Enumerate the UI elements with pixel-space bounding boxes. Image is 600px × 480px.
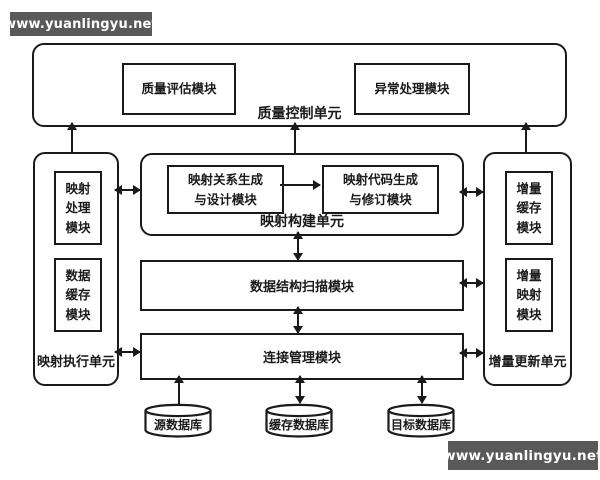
arrowhead-left-icon [114, 185, 122, 195]
cache-database-cylinder: 缓存数据库 [264, 403, 334, 439]
cache-database-label: 缓存数据库 [268, 418, 329, 432]
arrowhead-up-icon [417, 375, 427, 383]
source-database-cylinder: 源数据库 [143, 403, 213, 439]
arrowhead-left-icon [459, 278, 467, 288]
arrow-construction-scan [293, 231, 303, 261]
database-icon [387, 403, 455, 438]
arrowhead-up-icon [67, 122, 77, 130]
target-database-label: 目标数据库 [390, 418, 451, 432]
arrowhead-up-icon [521, 122, 531, 130]
quality-assessment-module: 质量评估模块 [122, 63, 236, 115]
arrowhead-right-icon [476, 278, 484, 288]
incremental-cache-module: 增量 缓存 模块 [505, 171, 553, 245]
incremental-update-unit-label: 增量更新单元 [488, 355, 567, 370]
mapping-construction-unit: 映射关系生成 与设计模块 映射代码生成 与修订模块 映射构建单元 [140, 153, 464, 236]
data-structure-scan-module: 数据结构扫描模块 [140, 260, 464, 311]
arrowhead-right-icon [313, 180, 321, 190]
relation-generation-design-module: 映射关系生成 与设计模块 [167, 165, 284, 214]
arrow-execution-to-quality [67, 122, 77, 153]
arrowhead-left-icon [459, 187, 467, 197]
quality-control-unit: 质量评估模块 异常处理模块 质量控制单元 [32, 43, 567, 127]
arrow-cache-db-connection [295, 375, 305, 404]
arrowhead-up-icon [174, 375, 184, 383]
database-icon [144, 403, 212, 438]
arrowhead-left-icon [114, 347, 122, 357]
arrowhead-right-icon [133, 347, 141, 357]
data-cache-module: 数据 缓存 模块 [54, 258, 102, 332]
arrowhead-right-icon [133, 185, 141, 195]
arrow-update-to-quality [521, 122, 531, 153]
watermark-bottom-right: www.yuanlingyu.net [443, 441, 600, 470]
connection-management-module: 连接管理模块 [140, 333, 464, 380]
arrowhead-up-icon [290, 122, 300, 130]
mapping-processing-module: 映射 处理 模块 [54, 171, 102, 245]
arrow-update-construction [459, 187, 484, 197]
arrow-scan-connection [293, 306, 303, 334]
source-database-label: 源数据库 [153, 418, 202, 432]
target-database-cylinder: 目标数据库 [386, 403, 456, 439]
arrowhead-right-icon [476, 348, 484, 358]
arrow-source-db-to-connection [174, 375, 184, 404]
arrowhead-right-icon [476, 187, 484, 197]
arrow-target-db-connection [417, 375, 427, 404]
arrowhead-up-icon [295, 375, 305, 383]
arrowhead-down-icon [293, 253, 303, 261]
arrow-update-connection [459, 348, 484, 358]
arrow-relation-to-code [280, 180, 321, 190]
arrow-construction-to-quality [290, 122, 300, 153]
mapping-execution-unit: 映射 处理 模块 数据 缓存 模块 映射执行单元 [33, 152, 119, 386]
arrow-update-scan [459, 278, 484, 288]
arrowhead-up-icon [293, 231, 303, 239]
mapping-construction-unit-label: 映射构建单元 [260, 214, 344, 230]
arrowhead-down-icon [295, 396, 305, 404]
arrow-execution-connection [114, 347, 141, 357]
arrowhead-left-icon [459, 348, 467, 358]
watermark-top-left: www.yuanlingyu.net [4, 12, 158, 36]
quality-control-unit-label: 质量控制单元 [257, 106, 342, 122]
arrow-execution-construction [114, 185, 141, 195]
incremental-mapping-module: 增量 映射 模块 [505, 258, 553, 332]
arrowhead-up-icon [293, 306, 303, 314]
mapping-execution-unit-label: 映射执行单元 [36, 355, 115, 370]
exception-handling-module: 异常处理模块 [354, 63, 470, 115]
incremental-update-unit: 增量 缓存 模块 增量 映射 模块 增量更新单元 [483, 152, 572, 386]
database-icon [265, 403, 333, 438]
code-generation-revision-module: 映射代码生成 与修订模块 [322, 165, 439, 214]
arrowhead-down-icon [417, 396, 427, 404]
arrowhead-down-icon [293, 326, 303, 334]
